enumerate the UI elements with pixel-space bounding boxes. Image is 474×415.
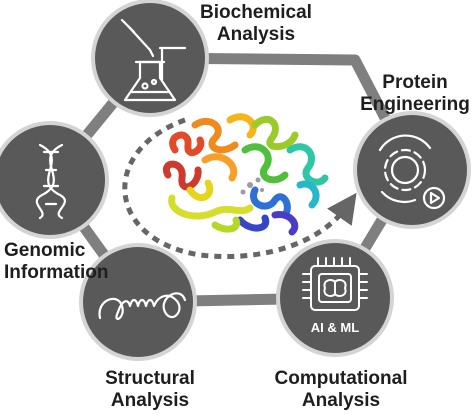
label-line: Information (4, 262, 109, 283)
gear-play-icon (378, 134, 446, 210)
flask-pipette-icon (120, 18, 187, 102)
label-line: Engineering (360, 94, 470, 115)
label-computational-analysis: Computational Analysis (262, 368, 420, 412)
protein-chain-icon (98, 292, 187, 321)
label-line: Analysis (110, 390, 190, 411)
label-line: Structural (105, 368, 195, 389)
label-line: Protein (382, 72, 448, 93)
node-protein-engineering (353, 111, 471, 229)
node-computational: AI & ML (276, 239, 394, 357)
node-biochemical (91, 0, 209, 117)
label-line: Computational (274, 368, 408, 389)
node-genomic (0, 121, 109, 239)
label-line: Genomic (4, 240, 86, 261)
cycle-arrow (122, 117, 357, 260)
label-line: Biochemical (200, 2, 312, 23)
label-genomic-information: Genomic Information (4, 240, 124, 284)
ai-ml-badge: AI & ML (311, 320, 359, 335)
label-protein-engineering: Protein Engineering (356, 72, 474, 116)
label-line: Analysis (216, 24, 296, 45)
label-line: Analysis (301, 390, 381, 411)
protein-structure-image (163, 113, 329, 236)
ai-chip-icon (302, 257, 368, 311)
label-biochemical-analysis: Biochemical Analysis (188, 2, 324, 46)
dna-helix-icon (35, 143, 67, 220)
node-structural (79, 243, 197, 361)
label-structural-analysis: Structural Analysis (92, 368, 208, 412)
